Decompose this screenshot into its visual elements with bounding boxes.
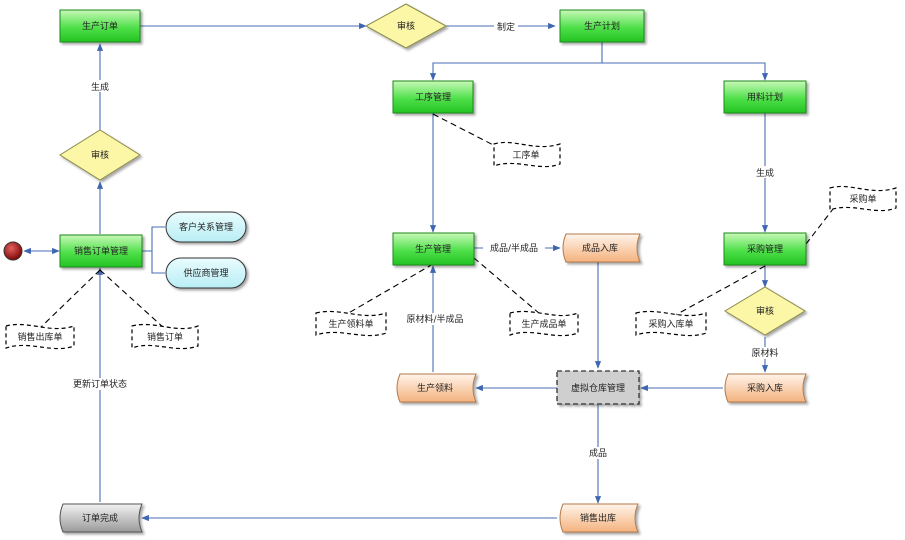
svg-text:订单完成: 订单完成	[82, 512, 118, 524]
node-process-sheet[interactable]: 工序单	[493, 141, 561, 168]
svg-text:生产成品单: 生产成品单	[521, 318, 566, 330]
node-prod-requisition-sheet[interactable]: 生产领料单	[315, 310, 387, 337]
svg-text:生产订单: 生产订单	[82, 20, 118, 32]
svg-text:采购入库: 采购入库	[747, 382, 783, 394]
node-production-plan[interactable]: 生产计划	[559, 9, 645, 43]
node-sales-outbound[interactable]: 销售出库	[559, 503, 639, 533]
svg-text:成品入库: 成品入库	[582, 242, 618, 254]
edge-plan-to-material	[602, 62, 769, 81]
node-production-mgmt[interactable]: 生产管理	[392, 232, 475, 266]
label-formulate: 制定	[497, 21, 515, 33]
svg-text:销售出库单: 销售出库单	[17, 331, 62, 343]
node-supplier-mgmt[interactable]: 供应商管理	[165, 257, 247, 289]
node-process-mgmt[interactable]: 工序管理	[392, 80, 474, 114]
label-raw-semi: 原材料/半成品	[406, 313, 463, 325]
svg-text:虚拟仓库管理: 虚拟仓库管理	[571, 382, 625, 394]
node-prod-inbound[interactable]: 成品入库	[562, 233, 641, 263]
svg-text:审核: 审核	[756, 305, 774, 317]
annotation-link-requisition-sheet	[339, 263, 434, 319]
node-material-plan[interactable]: 用料计划	[723, 80, 807, 114]
label-finished-semi: 成品/半成品	[490, 242, 538, 254]
process-boxes: 生产订单 生产计划 工序管理 用料计划 生产管理 采购管理 销售订单管理	[59, 9, 807, 268]
node-virtual-warehouse[interactable]: 虚拟仓库管理	[556, 370, 640, 405]
node-review-top[interactable]: 审核	[364, 3, 448, 49]
label-raw-material: 原材料	[751, 347, 778, 359]
svg-text:采购入库单: 采购入库单	[648, 318, 693, 330]
annotation-link-sales-order-sheet	[99, 269, 165, 329]
svg-text:销售出库: 销售出库	[580, 512, 616, 524]
svg-text:生产管理: 生产管理	[415, 243, 451, 255]
svg-text:客户关系管理: 客户关系管理	[179, 221, 233, 233]
label-update-status: 更新订单状态	[73, 378, 127, 390]
annotation-link-process-sheet	[432, 113, 504, 151]
annotation-link-inbound-sheet	[669, 265, 766, 319]
node-purchase-inbound[interactable]: 采购入库	[724, 373, 807, 403]
annotation-links	[39, 113, 841, 329]
node-prod-requisition[interactable]: 生产领料	[396, 373, 477, 403]
rounded-nodes: 客户关系管理 供应商管理	[165, 211, 247, 289]
svg-text:生产领料单: 生产领料单	[328, 318, 373, 330]
svg-text:审核: 审核	[91, 149, 109, 161]
label-generate-left: 生成	[91, 81, 109, 93]
svg-text:工序管理: 工序管理	[415, 91, 451, 103]
node-order-complete[interactable]: 订单完成	[59, 503, 143, 533]
annotation-link-outbound-sheet	[39, 269, 101, 329]
svg-text:销售订单: 销售订单	[147, 331, 183, 343]
node-sales-order-mgmt[interactable]: 销售订单管理	[59, 234, 143, 268]
svg-text:供应商管理: 供应商管理	[183, 267, 228, 279]
svg-text:审核: 审核	[397, 20, 415, 32]
node-crm[interactable]: 客户关系管理	[165, 211, 247, 243]
label-generate-right: 生成	[756, 167, 774, 179]
svg-text:销售订单管理: 销售订单管理	[74, 245, 128, 257]
label-finished: 成品	[589, 447, 607, 459]
decision-nodes: 审核 审核 审核	[59, 3, 806, 336]
svg-text:工序单: 工序单	[512, 149, 539, 161]
annotations: 工序单 采购单 生产领料单 生产成品单 采购入库单 销售出库单 销售订单	[5, 141, 897, 350]
svg-text:生产计划: 生产计划	[584, 20, 620, 32]
node-review-purchase[interactable]: 审核	[724, 286, 806, 336]
node-purchase-sheet[interactable]: 采购单	[829, 185, 897, 212]
node-production-order[interactable]: 生产订单	[59, 9, 141, 43]
edge-sales-order-to-crm-supplier	[142, 226, 165, 274]
start-node[interactable]	[3, 241, 23, 261]
annotation-link-finished-sheet	[473, 257, 541, 315]
node-sales-order-sheet[interactable]: 销售订单	[131, 323, 199, 350]
svg-text:用料计划: 用料计划	[747, 91, 783, 103]
node-purchase-inbound-sheet[interactable]: 采购入库单	[635, 310, 707, 337]
svg-text:生产领料: 生产领料	[417, 382, 453, 394]
node-sales-outbound-sheet[interactable]: 销售出库单	[5, 323, 75, 350]
node-prod-finished-sheet[interactable]: 生产成品单	[509, 310, 579, 337]
node-purchase-mgmt[interactable]: 采购管理	[723, 232, 807, 266]
svg-text:采购单: 采购单	[849, 193, 876, 205]
edge-plan-to-process	[429, 42, 603, 81]
svg-text:采购管理: 采购管理	[747, 243, 783, 255]
node-review-left[interactable]: 审核	[59, 129, 141, 181]
edge-labels: 制定 生成 生成 成品/半成品 原材料/半成品 原材料 成品 更新订单状态	[68, 20, 783, 459]
data-shapes: 成品入库 生产领料 采购入库 销售出库 订单完成 虚拟仓库管理	[59, 233, 807, 533]
